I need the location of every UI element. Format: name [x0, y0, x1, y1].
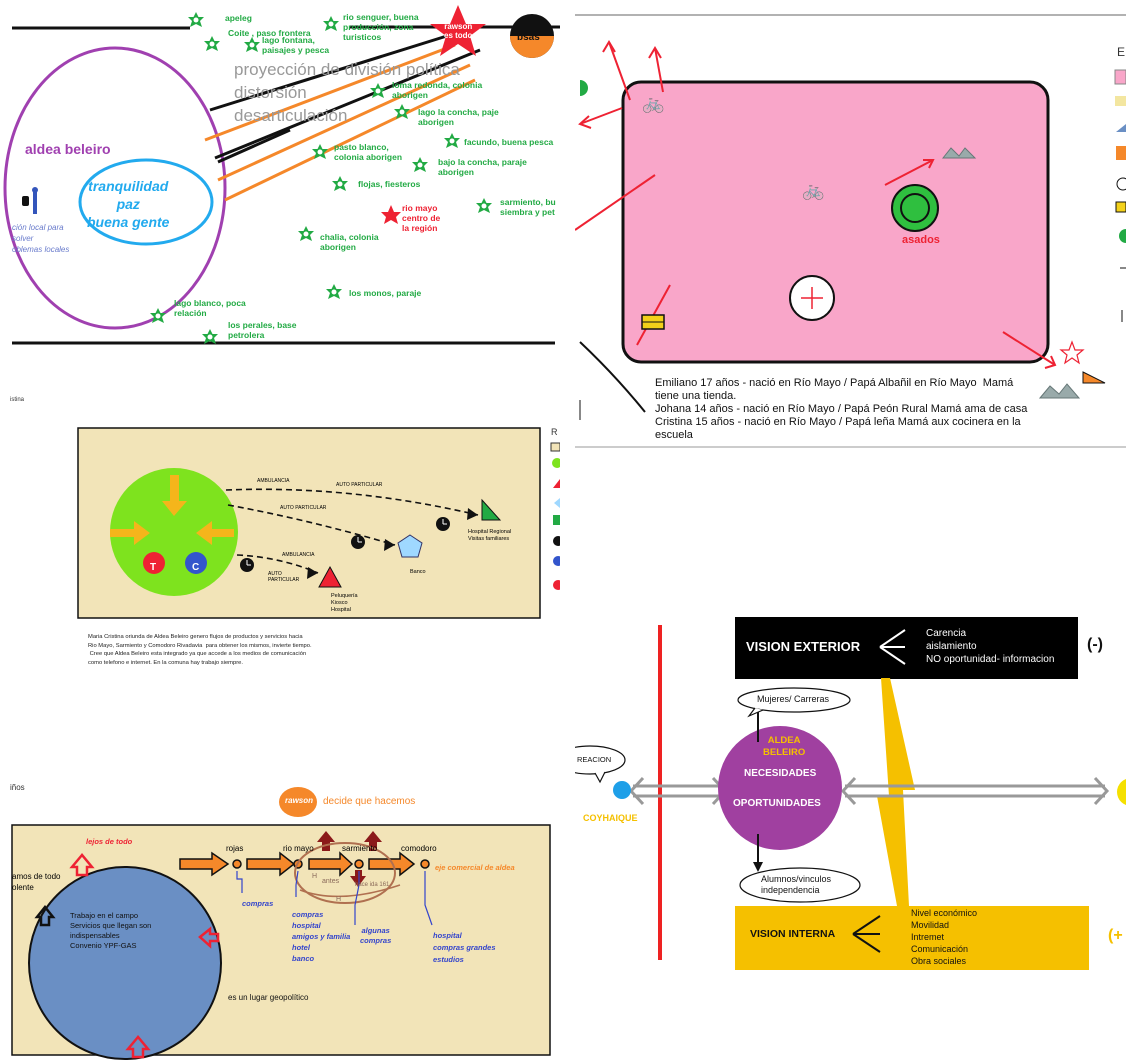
minus-sign: (-) — [1087, 636, 1103, 653]
legend-letter: E — [1117, 45, 1126, 59]
families-caption: Emiliano 17 años - nació en Río Mayo / P… — [655, 377, 1028, 441]
place-label: loma redonda, colonia aborigen — [392, 80, 483, 100]
vision-interna-title: VISION INTERNA — [750, 928, 836, 940]
oportunidades-label: OPORTUNIDADES — [733, 798, 821, 809]
flow-label: AMBULANCIA — [282, 552, 315, 558]
solucion-text: ción local para solver oblemas locales — [12, 223, 70, 254]
vision-exterior-title: VISION EXTERIOR — [746, 639, 861, 654]
place-label: rio senguer, buena producción, zona turi… — [343, 12, 419, 42]
panel-commerce-axis: iños — [0, 775, 560, 1061]
place-label: apeleg — [225, 13, 252, 23]
banco-label: Banco — [410, 569, 426, 575]
rawson-label: rawson — [285, 796, 314, 805]
antes-label: antes — [322, 878, 340, 885]
cristina-paragraph: Maria Cristina oriunda de Aldea Beleiro … — [88, 634, 312, 666]
h-mark: H — [336, 896, 342, 903]
bsas-label: bsas — [517, 32, 540, 43]
place-label: flojas, fiesteros — [358, 179, 421, 189]
eje-label: eje comercial de aldea — [435, 863, 515, 872]
place-label: Coite , paso frontera — [228, 28, 311, 38]
flow-label: AUTO PARTICULAR — [268, 571, 300, 583]
circle-c: C — [192, 562, 200, 573]
flows-diagram — [77, 427, 560, 619]
town-label: rio mayo — [283, 844, 314, 853]
place-label: bajo la concha, paraje aborigen — [438, 157, 527, 177]
asados-label: asados — [902, 234, 940, 246]
hospital-label: Hospital Regional Visitas familiares — [468, 529, 512, 542]
place-label: lago blanco, poca relación — [174, 298, 246, 318]
amos-label: amos de todo olente — [12, 872, 61, 892]
place-label: facundo, buena pesca — [464, 137, 554, 147]
mujeres-bubble: Mujeres/ Carreras — [757, 694, 830, 704]
place-label: lago fontana, paisajes y pesca — [262, 35, 330, 55]
flow-label: AUTO PARTICULAR — [280, 505, 327, 511]
place-label: lago la concha, paje aborigen — [418, 107, 499, 127]
legend-letter: R — [551, 427, 558, 437]
panel-town-map: 🚲 🚲 E asados Emiliano 17 años - nació en… — [575, 0, 1126, 450]
decide-label: decide que hacemos — [323, 796, 416, 807]
compras-label: compras — [242, 899, 274, 908]
h-mark: H — [312, 873, 318, 880]
visions-diagram — [575, 617, 1126, 970]
panel-visions: VISION EXTERIOR Carencia aislamiento NO … — [575, 600, 1126, 1061]
place-label: los monos, paraje — [349, 288, 422, 298]
rio-mayo-services: compras hospital amigos y familia hotel … — [292, 910, 351, 963]
region-map-lines — [3, 5, 560, 345]
sarmiento-services: algunas compras — [360, 926, 392, 945]
tranquilidad-text: tranquilidad paz buena gente — [87, 178, 170, 230]
commerce-diagram — [11, 787, 551, 1060]
circle-t: T — [150, 562, 157, 573]
place-label: sarmiento, bu siembra y pet — [500, 197, 556, 217]
trabajo-text: Trabajo en el campo Servicios que llegan… — [70, 911, 152, 950]
vision-interna-items: Nivel económico Movilidad Intremet Comun… — [911, 908, 978, 966]
aldea-label: ALDEA BELEIRO — [763, 735, 806, 758]
bicycle-icon: 🚲 — [642, 93, 665, 113]
proyeccion-text: proyección de división política distorsi… — [234, 60, 460, 125]
town-label: sarmiento — [342, 844, 378, 853]
panel-label: istina — [10, 397, 25, 403]
plus-sign: (+ — [1108, 927, 1123, 944]
geopolitico-text: es un lugar geopolítico — [228, 993, 309, 1002]
comodoro-services: hospital compras grandes estudios — [433, 931, 496, 964]
necesidades-label: NECESIDADES — [744, 768, 817, 779]
flow-label: AMBULANCIA — [257, 478, 290, 484]
place-label: pasto blanco, colonia aborigen — [334, 142, 403, 162]
coyhaique-label: COYHAIQUE — [583, 813, 638, 823]
lejos-label: lejos de todo — [86, 837, 133, 846]
panel-region-map: apeleg Coite , paso frontera lago fontan… — [0, 0, 560, 350]
rawson-label: rawson es todo — [444, 22, 473, 40]
rio-mayo-label: rio mayo centro de la región — [402, 203, 441, 233]
town-map-drawing — [575, 14, 1126, 448]
panel-flows: istina R — [0, 395, 560, 695]
recreacion-bubble: REACION — [577, 755, 612, 764]
hace-label: hace ida 161 — [355, 882, 390, 888]
alumnos-bubble: Alumnos/vinculos independencia — [761, 874, 832, 895]
place-label: los perales, base petrolera — [228, 320, 297, 340]
place-label: chalia, colonia aborigen — [320, 232, 379, 252]
flow-label: AUTO PARTICULAR — [336, 482, 383, 488]
panel-label: iños — [10, 783, 25, 792]
aldea-beleiro-label: aldea beleiro — [25, 141, 111, 157]
bicycle-icon: 🚲 — [802, 180, 825, 200]
vision-exterior-items: Carencia aislamiento NO oportunidad- inf… — [926, 628, 1055, 665]
town-label: rojas — [226, 844, 244, 853]
peluqueria-label: Peluquería Kiosco Hospital — [331, 593, 358, 613]
town-label: comodoro — [401, 844, 437, 853]
